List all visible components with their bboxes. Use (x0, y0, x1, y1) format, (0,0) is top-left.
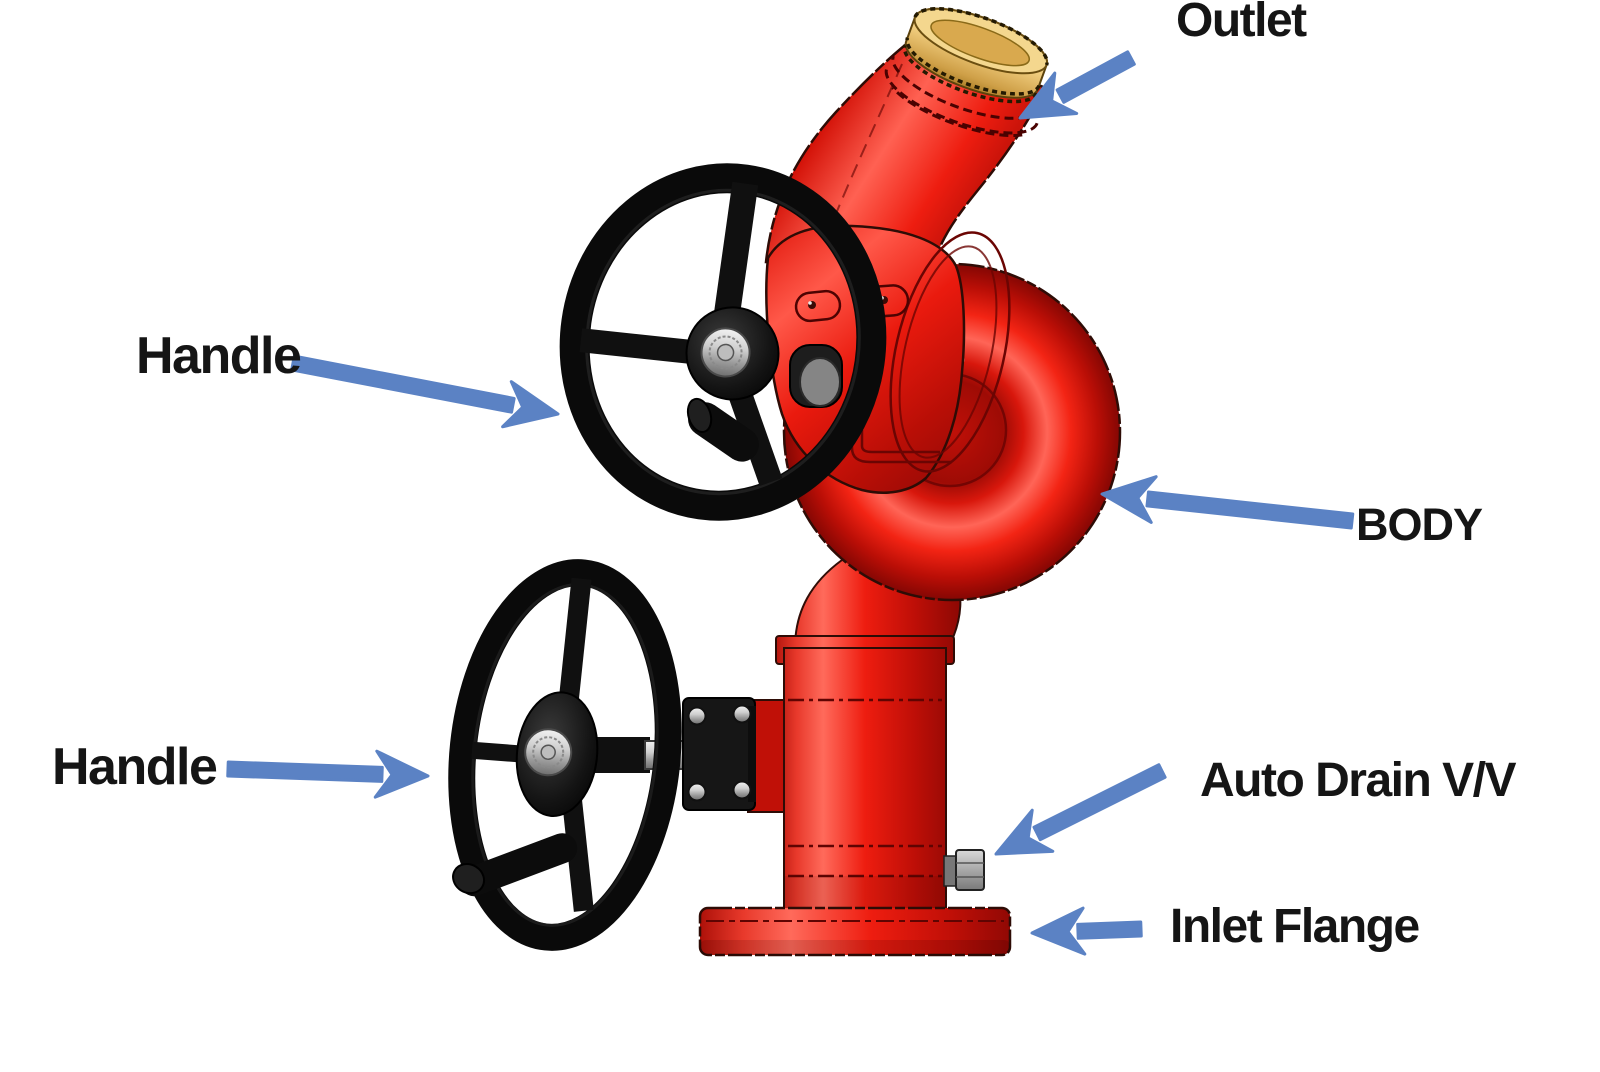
label-handle-lower: Handle (52, 738, 218, 796)
column-grooves (788, 698, 942, 878)
arrow-shaft (1032, 763, 1167, 842)
hub-cap-center (716, 343, 735, 362)
wheel-rim (448, 559, 682, 951)
bolt (687, 706, 707, 726)
column-lower-shade (784, 876, 946, 912)
screw-glint (808, 301, 812, 305)
arrow-head (1030, 906, 1087, 956)
arrow-head (994, 808, 1055, 856)
arrow-head (501, 380, 560, 429)
arrow-handle-lower (226, 749, 430, 799)
coupling-knurl (902, 7, 1049, 104)
lower-handwheel (448, 559, 682, 951)
column-barrel (783, 647, 947, 913)
outlet-coupling (902, 7, 1049, 104)
spinner-knob-cap (686, 397, 713, 434)
label-body: BODY (1356, 499, 1483, 550)
arrow-shaft (1055, 50, 1136, 104)
swivel-ring-inner (898, 245, 998, 459)
arrow-auto-drain (994, 763, 1167, 856)
drain-washer (943, 855, 957, 887)
arrow-inlet-flange (1030, 906, 1143, 956)
arrow-shaft (1145, 490, 1355, 530)
coupling-opening (930, 19, 1031, 67)
arrow-handle-upper (290, 354, 560, 429)
hub-cap-knurl (532, 736, 565, 769)
arrow-head (1018, 71, 1079, 120)
bolt (687, 782, 707, 802)
hub-cap-knurl (708, 335, 743, 370)
label-outlet: Outlet (1176, 0, 1307, 47)
arrow-head (1100, 475, 1158, 524)
arrow-shaft (226, 760, 384, 783)
label-auto-drain: Auto Drain V/V (1200, 754, 1517, 807)
housing-step-lines (850, 420, 952, 464)
inlet-flange (698, 906, 1012, 957)
arrow-body (1100, 475, 1355, 530)
gearbox-flange-edge (748, 706, 756, 802)
label-handle-upper: Handle (136, 327, 302, 385)
drain-hex-nut (955, 849, 985, 891)
label-inlet-flange: Inlet Flange (1170, 900, 1420, 953)
bolt (732, 704, 752, 724)
valve-shaft-gray (799, 357, 841, 407)
gearbox-bolts (687, 704, 752, 802)
wheel-boss (590, 737, 650, 773)
flange-bottom-shade (700, 940, 1010, 955)
wheel-rim (559, 163, 887, 521)
arrow-outlet (1018, 50, 1136, 120)
hub-cap-center (540, 744, 556, 760)
drain-hex-facets (956, 862, 984, 878)
arrow-shaft (290, 354, 516, 414)
flange-slab (698, 906, 1012, 957)
crank-handle (459, 833, 578, 897)
auto-drain-valve (943, 849, 985, 891)
arrow-shaft (1076, 920, 1143, 940)
callout-arrows (226, 50, 1355, 956)
bolt (732, 780, 752, 800)
arrow-head (373, 749, 430, 799)
upper-handwheel (559, 163, 887, 521)
crank-end-cap (452, 863, 486, 895)
swivel-ring-outer (889, 231, 1011, 473)
lower-handwheel-assembly (448, 559, 756, 951)
